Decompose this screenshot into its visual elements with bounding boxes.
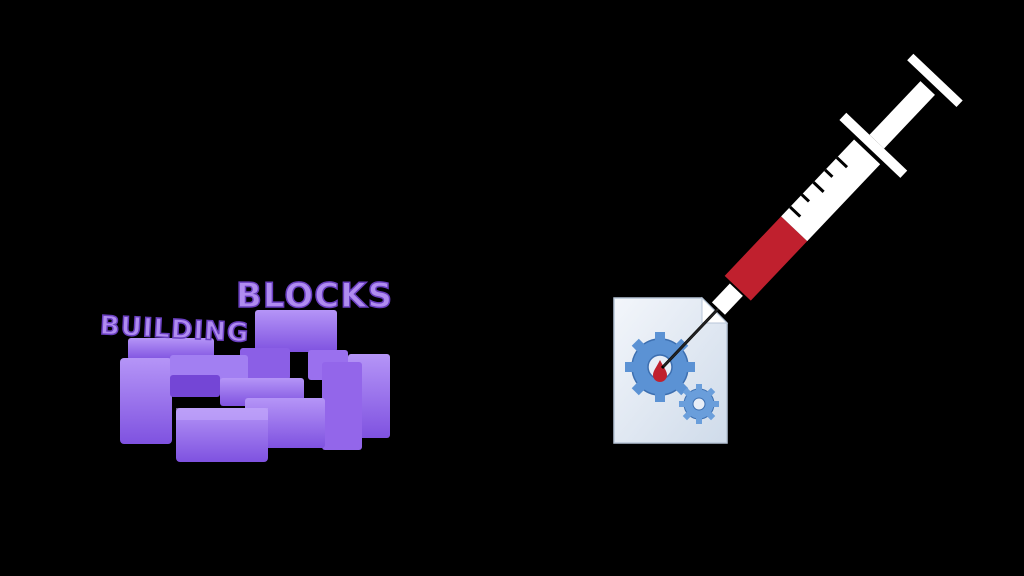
blood-drop-icon bbox=[653, 360, 667, 382]
blocks-title-building: BUILDING bbox=[99, 311, 250, 349]
small-gear-icon bbox=[679, 384, 719, 424]
building-blocks-icon: BUILDING BLOCKS bbox=[98, 275, 393, 462]
syringe-icon bbox=[660, 53, 963, 370]
blocks-title-blocks: BLOCKS bbox=[236, 276, 393, 316]
dll-file-gear-icon bbox=[613, 296, 729, 444]
